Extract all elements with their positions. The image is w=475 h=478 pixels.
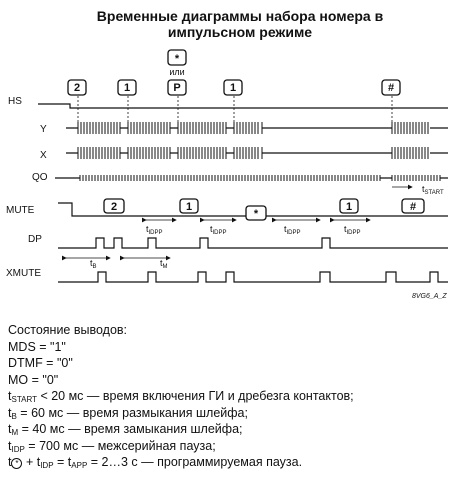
key-label-star-top: * [175,53,180,65]
legend-dtmf: DTMF = "0" [8,356,73,370]
key-label-1b: 1 [230,82,236,94]
qo-burst-2 [391,175,441,181]
legend-mds: MDS = "1" [8,339,66,354]
tstart-label: tSTART [422,184,444,196]
key-box-hash [381,79,401,96]
y-burst-4 [233,122,263,134]
key-label-2: 2 [74,82,80,94]
legend-tidp: tIDP = 700 мс — межсерийная пауза; [8,438,216,454]
x-burst-2 [127,147,171,159]
key-label-1a: 1 [124,82,130,94]
legend-mo: MO = "0" [8,372,59,387]
tidpp-label-4: tIDPP [344,224,361,236]
x-burst-3 [177,147,227,159]
star-circle-icon: * [11,458,23,469]
key-box-p [167,79,187,96]
signal-label-x: X [40,150,47,161]
key-box-2 [67,79,87,96]
mute-key-label-hash: # [410,201,416,213]
qo-burst-1 [79,175,381,181]
reference-code: 8VG6_A_Z [412,293,447,300]
signal-label-y: Y [40,124,47,135]
tm-label: tM [160,258,168,270]
mute-key-box-star [245,205,267,221]
mute-key-box-hash [401,198,425,214]
x-burst-4 [233,147,263,159]
mute-key-label-1b: 1 [346,201,352,213]
hs-waveform [38,103,448,109]
x-burst-1 [77,147,121,159]
mute-key-box-1b [339,198,359,214]
signal-label-hs: HS [8,96,22,107]
diagram-title-line-2: импульсном режиме [167,24,313,40]
legend-header: Состояние выводов: [8,323,128,337]
dp-waveform [58,237,448,249]
key-box-1b [223,79,243,96]
mute-key-box-1a [179,198,199,214]
tidpp-label-1: tIDPP [146,224,163,236]
signal-label-dp: DP [28,234,42,245]
x-burst-5 [391,147,429,159]
tidpp-label-3: tIDPP [284,224,301,236]
legend-tapp: t* + tIDP = tAPP = 2…3 с — программируем… [8,455,303,470]
key-box-star-top [167,49,187,66]
signal-label-mute: MUTE [6,205,35,216]
or-label: или [169,67,184,77]
legend-tstart: tSTART < 20 мс — время включения ГИ и др… [8,389,354,404]
pin-state-legend: Состояние выводов: MDS = "1" DTMF = "0" … [8,322,354,471]
tb-label: tB [90,258,97,270]
legend-tm: tM = 40 мс — время замыкания шлейфа; [8,422,243,437]
signal-label-qo: QO [32,172,48,183]
key-label-hash: # [388,82,394,94]
key-box-1a [117,79,137,96]
y-burst-5 [391,122,429,134]
diagram-title-line-1: Временные диаграммы набора номера в [96,8,384,24]
mute-key-label-2: 2 [111,201,117,213]
xmute-waveform [58,271,448,283]
legend-tb: tB = 60 мс — время размыкания шлейфа; [8,405,248,421]
y-burst-3 [177,122,227,134]
mute-key-box-2 [103,198,125,214]
y-burst-2 [127,122,171,134]
key-label-p: P [173,82,180,94]
mute-key-label-star: * [254,208,259,220]
y-burst-1 [77,122,121,134]
tidpp-label-2: tIDPP [210,224,227,236]
signal-label-xmute: XMUTE [6,268,41,279]
mute-key-label-1a: 1 [186,201,192,213]
